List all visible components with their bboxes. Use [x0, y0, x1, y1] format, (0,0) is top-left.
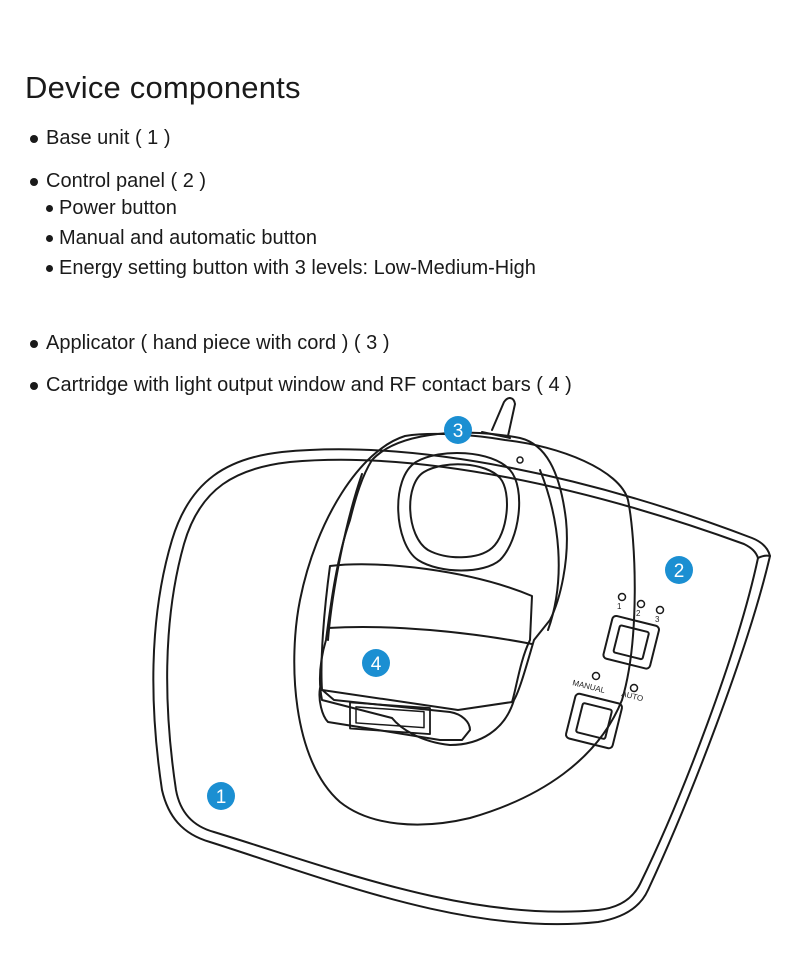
list-item-label: Base unit ( 1 ) [46, 127, 171, 149]
callout-4: 4 [362, 649, 390, 677]
callout-3: 3 [444, 416, 472, 444]
sub-item-label: Power button [59, 197, 177, 219]
svg-text:3: 3 [453, 421, 464, 442]
svg-text:2: 2 [674, 561, 685, 582]
bullet-icon [30, 340, 38, 348]
svg-text:4: 4 [371, 654, 382, 675]
power-button [564, 692, 624, 750]
auto-led [629, 683, 639, 693]
applicator-body [318, 431, 568, 746]
bullet-icon [30, 382, 38, 390]
callout-1: 1 [207, 782, 235, 810]
list-item-label: Control panel ( 2 ) [46, 170, 207, 192]
energy-level-label-3: 3 [655, 615, 660, 624]
energy-button [602, 614, 660, 670]
bullet-icon [46, 265, 53, 272]
energy-level-leds [617, 592, 665, 615]
energy-level-label-1: 1 [617, 602, 622, 611]
bullet-icon [46, 205, 53, 212]
cradle [293, 432, 636, 826]
auto-label: AUTO [621, 689, 645, 703]
svg-text:1: 1 [216, 787, 227, 808]
bullet-icon [46, 235, 53, 242]
bullet-icon [30, 178, 38, 186]
base-unit-side [757, 554, 771, 559]
manual-led [591, 671, 601, 681]
energy-level-label-2: 2 [636, 609, 641, 618]
list-item-label: Applicator ( hand piece with cord ) ( 3 … [46, 332, 390, 354]
list-item-label: Cartridge with light output window and R… [46, 374, 572, 396]
sub-item-label: Manual and automatic button [59, 227, 317, 249]
manual-label: MANUAL [572, 678, 607, 695]
bullet-icon [30, 135, 38, 143]
sub-item-label: Energy setting button with 3 levels: Low… [59, 257, 536, 279]
callout-2: 2 [665, 556, 693, 584]
cartridge-front [318, 687, 471, 741]
base-unit-outer [152, 448, 771, 926]
applicator-cord [491, 397, 516, 437]
applicator-window [397, 452, 521, 572]
base-unit-inner [166, 458, 759, 913]
cartridge [320, 563, 533, 711]
light-output-window [349, 701, 431, 735]
page-title: Device components [25, 70, 301, 105]
